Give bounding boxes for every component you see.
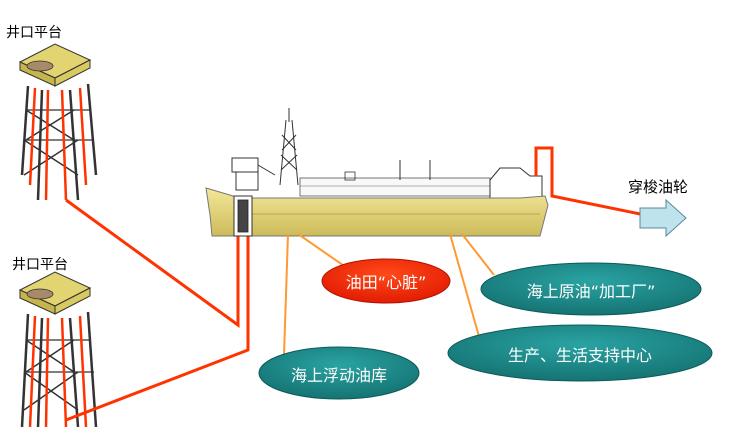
processing-plant-ellipse [480,262,702,316]
derrick [279,108,299,186]
support-center-label: 生产、生活支持中心 [507,346,652,365]
shuttle-tanker-label: 穿梭油轮 [628,178,689,196]
storage-ellipse [258,346,420,400]
platform-bottom-label: 井口平台 [12,257,68,273]
export-line [534,146,661,220]
fpso-vessel [205,108,549,237]
platform-top-label: 井口平台 [6,25,62,41]
shuttle-tanker-arrow [639,198,687,238]
heart-label: 油田“心脏” [345,273,427,292]
storage-label: 海上浮动油库 [290,366,387,385]
leader-lines [283,233,495,356]
support-center-ellipse [447,324,713,382]
subsea-pipelines [65,198,250,422]
processing-plant-label: 海上原油“加工厂” [526,282,656,301]
heart-ellipse [321,258,451,304]
wellhead-platform-bottom [18,271,98,428]
wellhead-platform-top [18,43,98,201]
